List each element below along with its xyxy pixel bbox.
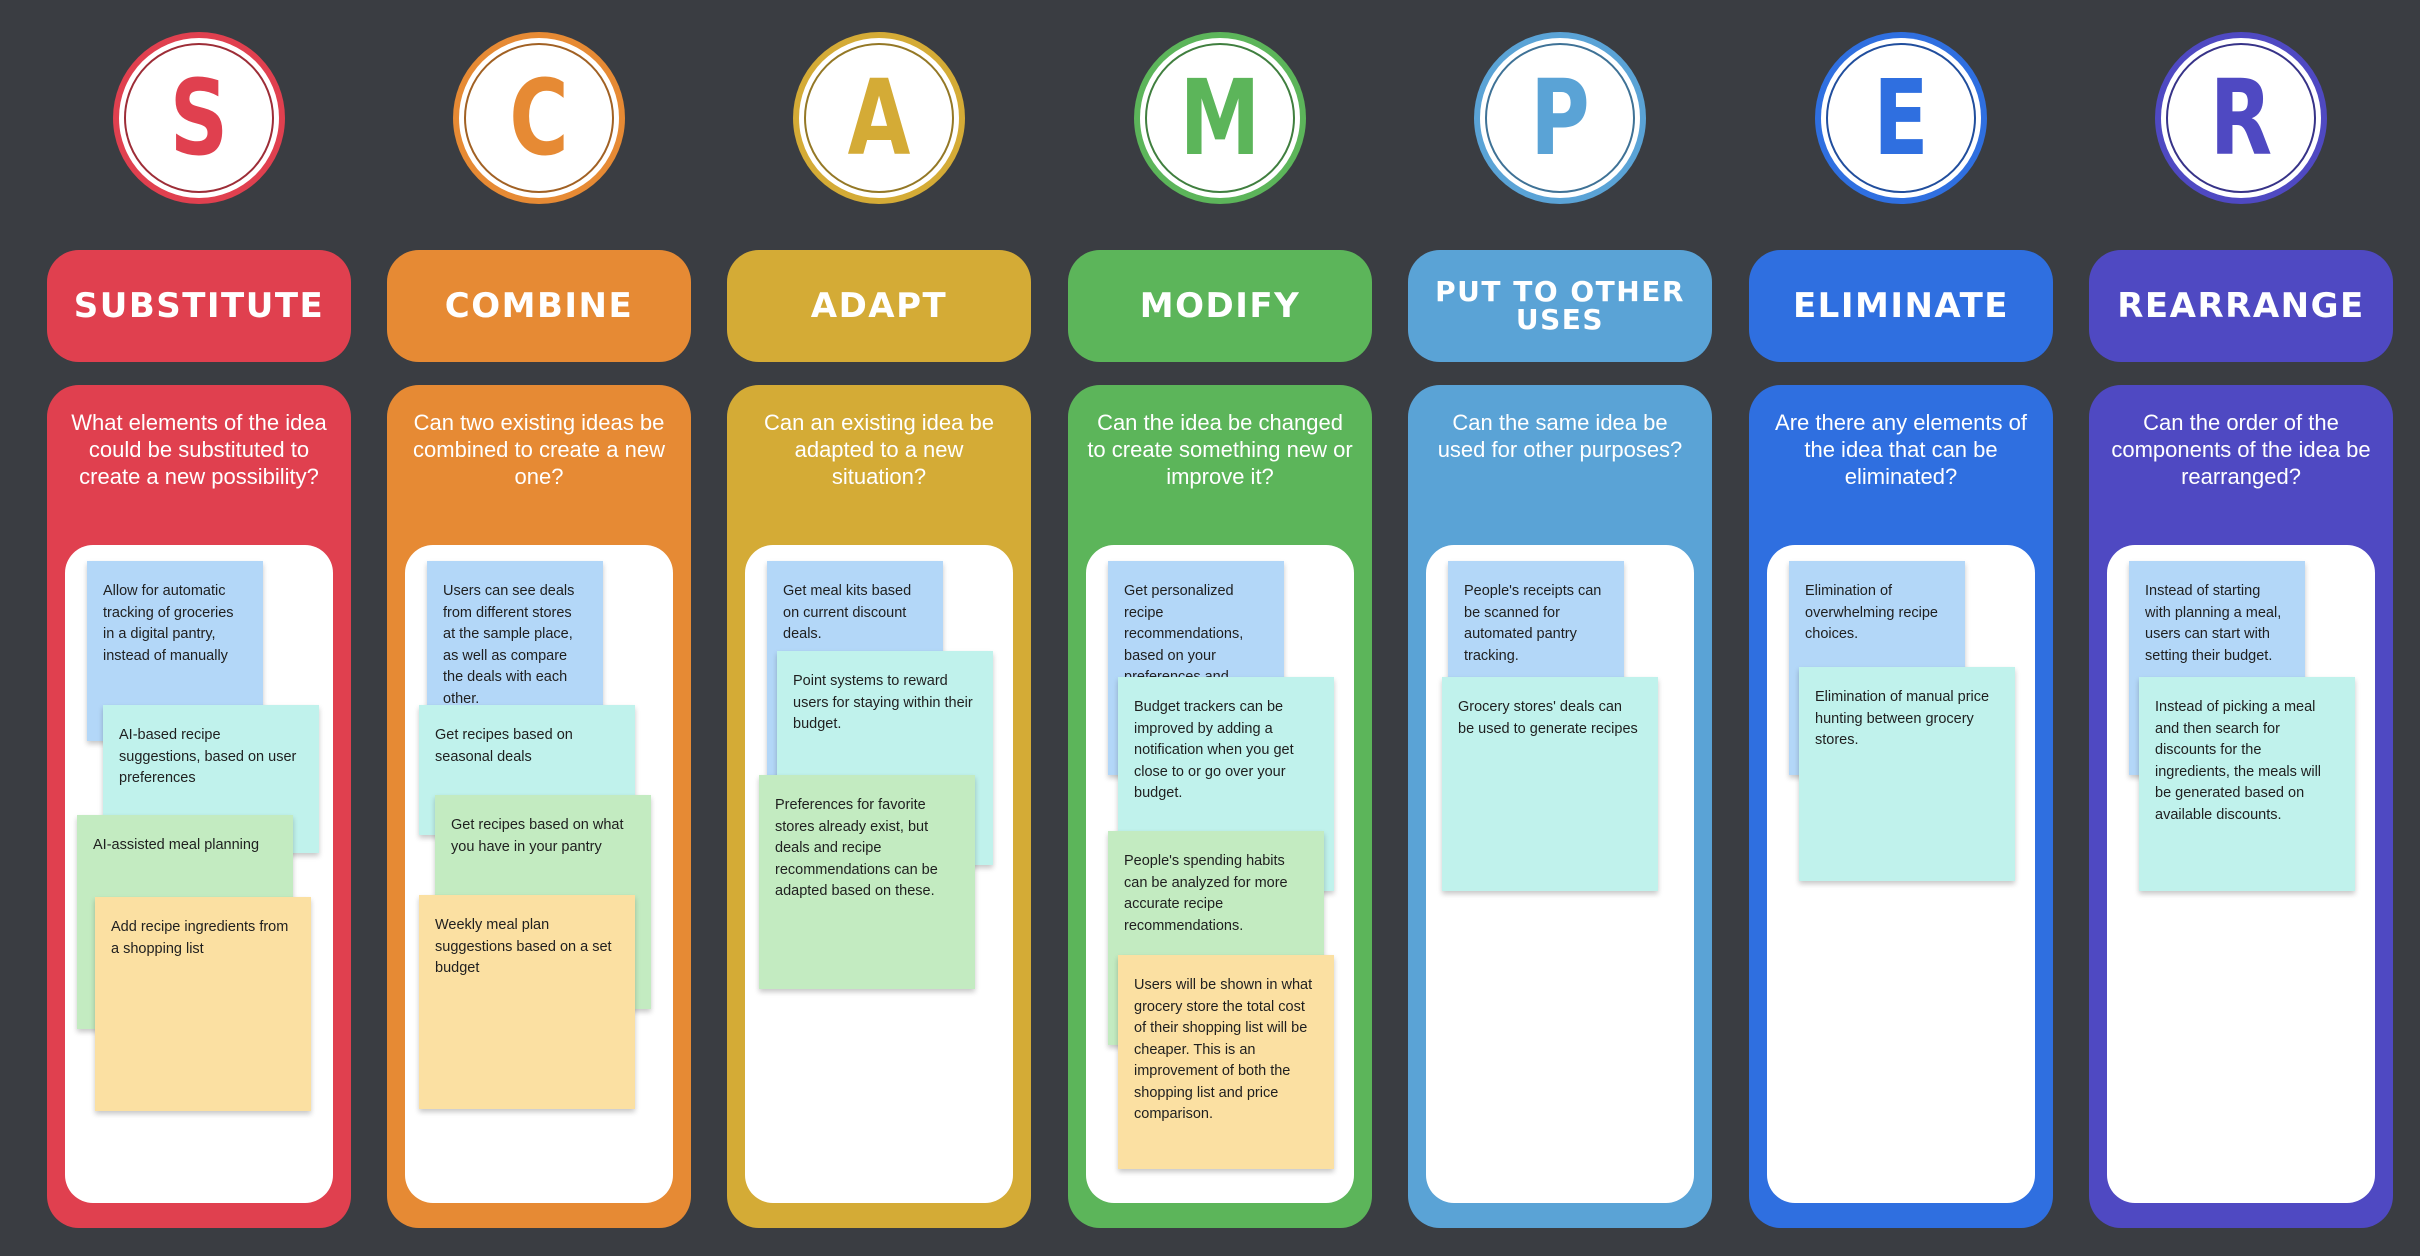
column-title: REARRANGE: [2117, 286, 2365, 326]
letter-badge: A: [779, 24, 979, 204]
badge-inner-ring: [2161, 38, 2321, 198]
sticky-note-panel: Allow for automatic tracking of grocerie…: [65, 545, 333, 1203]
badge-inner-ring: [799, 38, 959, 198]
column-question: Can the order of the components of the i…: [2111, 410, 2371, 489]
badge-inner-ring: [119, 38, 279, 198]
column-eliminate: E ELIMINATE Are there any elements of the…: [1749, 0, 2053, 1256]
sticky-note-panel: Get meal kits based on current discount …: [745, 545, 1013, 1203]
column-question: What elements of the idea could be subst…: [71, 410, 327, 489]
sticky-note[interactable]: Preferences for favorite stores already …: [759, 775, 975, 989]
sticky-note[interactable]: Elimination of manual price hunting betw…: [1799, 667, 2015, 881]
sticky-note-panel: Instead of starting with planning a meal…: [2107, 545, 2375, 1203]
letter-badge: C: [439, 24, 639, 204]
badge-svg: R: [2155, 32, 2327, 204]
badge-rule: [1145, 43, 1295, 193]
column-title-box: SUBSTITUTE: [47, 250, 351, 362]
badge-rule: [1826, 43, 1976, 193]
badge-letter: S: [170, 57, 228, 179]
badge-inner-ring: [459, 38, 619, 198]
column-question: Are there any elements of the idea that …: [1775, 410, 2027, 489]
sticky-note[interactable]: Users will be shown in what grocery stor…: [1118, 955, 1334, 1169]
badge-letter: E: [1873, 57, 1928, 179]
column-body: Can two existing ideas be combined to cr…: [387, 385, 691, 1228]
sticky-note[interactable]: Instead of picking a meal and then searc…: [2139, 677, 2355, 891]
column-title: COMBINE: [444, 286, 634, 326]
badge-letter: C: [509, 57, 569, 179]
sticky-note[interactable]: Add recipe ingredients from a shopping l…: [95, 897, 311, 1111]
sticky-note-panel: People's receipts can be scanned for aut…: [1426, 545, 1694, 1203]
column-body: Are there any elements of the idea that …: [1749, 385, 2053, 1228]
badge-rule: [1485, 43, 1635, 193]
column-title: MODIFY: [1139, 286, 1301, 326]
badge-inner-ring: [1821, 38, 1981, 198]
column-question: Can two existing ideas be combined to cr…: [413, 410, 665, 489]
column-body: Can the idea be changed to create someth…: [1068, 385, 1372, 1228]
column-body: Can the order of the components of the i…: [2089, 385, 2393, 1228]
column-question: Can the idea be changed to create someth…: [1087, 410, 1353, 489]
column-title-box: ADAPT: [727, 250, 1031, 362]
badge-rule: [804, 43, 954, 193]
badge-rule: [2166, 43, 2316, 193]
badge-letter: P: [1530, 57, 1589, 179]
column-title: SUBSTITUTE: [73, 286, 325, 326]
column-body: Can the same idea be used for other purp…: [1408, 385, 1712, 1228]
sticky-note-panel: Elimination of overwhelming recipe choic…: [1767, 545, 2035, 1203]
badge-svg: C: [453, 32, 625, 204]
column-title-box: MODIFY: [1068, 250, 1372, 362]
letter-badge: E: [1801, 24, 2001, 204]
badge-letter: A: [848, 57, 911, 179]
sticky-note[interactable]: Grocery stores' deals can be used to gen…: [1442, 677, 1658, 891]
badge-letter: M: [1180, 57, 1261, 179]
badge-svg: E: [1815, 32, 1987, 204]
letter-badge: S: [99, 24, 299, 204]
column-title-box: REARRANGE: [2089, 250, 2393, 362]
sticky-note-panel: Get personalized recipe recommendations,…: [1086, 545, 1354, 1203]
badge-inner-ring: [1140, 38, 1300, 198]
column-combine: C COMBINE Can two existing ideas be combi…: [387, 0, 691, 1256]
sticky-note[interactable]: Weekly meal plan suggestions based on a …: [419, 895, 635, 1109]
column-substitute: S SUBSTITUTE What elements of the idea co…: [47, 0, 351, 1256]
badge-letter: R: [2210, 57, 2272, 179]
column-title: ADAPT: [810, 286, 948, 326]
badge-svg: P: [1474, 32, 1646, 204]
column-title-box: COMBINE: [387, 250, 691, 362]
column-put-to-other-uses: P PUT TO OTHER USES Can the same idea be …: [1408, 0, 1712, 1256]
badge-inner-ring: [1480, 38, 1640, 198]
letter-badge: P: [1460, 24, 1660, 204]
column-adapt: A ADAPT Can an existing idea be adapted t…: [727, 0, 1031, 1256]
column-title: ELIMINATE: [1792, 286, 2010, 326]
sticky-note-panel: Users can see deals from different store…: [405, 545, 673, 1203]
column-modify: M MODIFY Can the idea be changed to creat…: [1068, 0, 1372, 1256]
badge-svg: S: [113, 32, 285, 204]
column-title: PUT TO OTHER USES: [1435, 275, 1685, 336]
column-body: What elements of the idea could be subst…: [47, 385, 351, 1228]
column-question: Can an existing idea be adapted to a new…: [764, 410, 994, 489]
letter-badge: M: [1120, 24, 1320, 204]
badge-rule: [464, 43, 614, 193]
column-rearrange: R REARRANGE Can the order of the componen…: [2089, 0, 2393, 1256]
badge-rule: [124, 43, 274, 193]
badge-svg: A: [793, 32, 965, 204]
letter-badge: R: [2141, 24, 2341, 204]
badge-svg: M: [1134, 32, 1306, 204]
column-question: Can the same idea be used for other purp…: [1437, 410, 1683, 462]
column-title-box: ELIMINATE: [1749, 250, 2053, 362]
column-title-box: PUT TO OTHER USES: [1408, 250, 1712, 362]
column-body: Can an existing idea be adapted to a new…: [727, 385, 1031, 1228]
